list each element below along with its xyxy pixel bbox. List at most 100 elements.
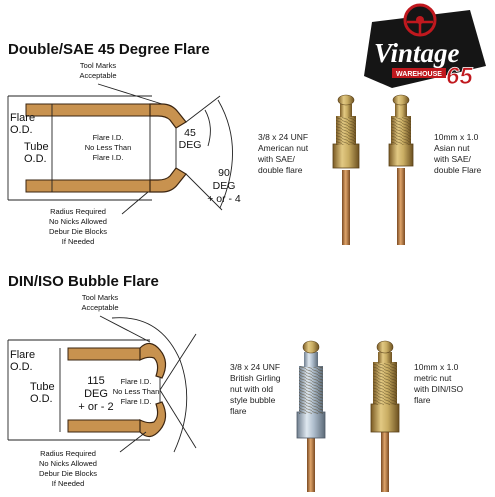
bubble-angle-value: 115 bbox=[87, 375, 105, 387]
angle-90-value: 90 bbox=[218, 167, 230, 179]
tube-od-label: Tube bbox=[24, 141, 49, 153]
nut-collar bbox=[395, 104, 407, 117]
bubble-tool-mark-leader bbox=[99, 315, 151, 343]
tube-od-label-2: O.D. bbox=[24, 153, 47, 165]
tool-marks-label-2: Acceptable bbox=[79, 71, 116, 80]
bubble-radius-leader bbox=[119, 431, 147, 453]
caption-sae-us-3: with SAE/ bbox=[257, 154, 295, 164]
caption-sae-asian-4: double Flare bbox=[434, 165, 482, 175]
flare-lip-top bbox=[149, 103, 187, 129]
logo-subtitle: WAREHOUSE bbox=[396, 71, 442, 78]
tube-wall-top bbox=[25, 103, 151, 117]
bubble-tool-marks-label: Tool Marks bbox=[82, 293, 119, 302]
bubble-lip-top bbox=[139, 342, 167, 379]
angle-45-arc bbox=[204, 109, 211, 147]
tool-marks-label: Tool Marks bbox=[80, 61, 117, 70]
angle-90-arc bbox=[217, 99, 233, 209]
fitting-photo-british-bubble bbox=[296, 340, 326, 492]
tube-wall-bottom bbox=[67, 419, 141, 433]
flare-od-label-2: O.D. bbox=[10, 124, 33, 136]
tube-wall-top bbox=[67, 347, 141, 361]
brake-pipe bbox=[342, 170, 350, 245]
angle-45-ray bbox=[185, 95, 221, 123]
bubble-flare-tube-drawing bbox=[67, 342, 167, 438]
bubble-flare-title: DIN/ISO Bubble Flare bbox=[8, 273, 159, 290]
bubble-tube-od-label: Tube bbox=[30, 381, 55, 393]
bubble-end bbox=[302, 340, 320, 354]
brake-pipe bbox=[381, 432, 389, 492]
bubble-flare-id-label-3: Flare I.D. bbox=[121, 397, 152, 406]
caption-sae-us-1: 3/8 x 24 UNF bbox=[258, 132, 308, 142]
bubble-flare-section: DIN/ISO Bubble Flare Tool Marks Acceptab… bbox=[7, 273, 197, 488]
brake-pipe bbox=[307, 436, 315, 492]
tool-mark-leader bbox=[97, 83, 163, 105]
bubble-angle-ray-2 bbox=[159, 389, 197, 449]
caption-sae-us-2: American nut bbox=[258, 143, 309, 153]
bubble-radius-label-3: Debur Die Blocks bbox=[39, 469, 97, 478]
caption-bubble-british-4: style bubble bbox=[230, 395, 276, 405]
double-flare-title: Double/SAE 45 Degree Flare bbox=[8, 41, 210, 58]
thread-texture bbox=[373, 362, 397, 405]
radius-label-3: Debur Die Blocks bbox=[49, 227, 107, 236]
radius-leader bbox=[121, 191, 149, 215]
flare-id-label-2: No Less Than bbox=[85, 143, 132, 152]
bubble-radius-label: Radius Required bbox=[40, 449, 96, 458]
fitting-photo-us-sae bbox=[332, 94, 360, 245]
bubble-lip-bottom bbox=[139, 401, 167, 438]
double-flare-section: Double/SAE 45 Degree Flare Tool Marks Ac… bbox=[7, 41, 241, 246]
nut-collar bbox=[378, 352, 392, 363]
caption-sae-asian-3: with SAE/ bbox=[433, 154, 471, 164]
angle-90-unit: DEG bbox=[213, 180, 236, 192]
nut-collar bbox=[304, 352, 318, 367]
angle-90-ray bbox=[185, 173, 223, 211]
bubble-tube-od-label-2: O.D. bbox=[30, 393, 53, 405]
caption-bubble-metric-1: 10mm x 1.0 bbox=[414, 362, 459, 372]
nut-hex bbox=[332, 143, 360, 169]
caption-bubble-metric-2: metric nut bbox=[414, 373, 452, 383]
bubble-flare-od-label: Flare bbox=[10, 349, 35, 361]
angle-90-tolerance: + or - 4 bbox=[207, 193, 241, 205]
nut-collar bbox=[340, 104, 352, 117]
bubble-flare-od-label-2: O.D. bbox=[10, 361, 33, 373]
caption-bubble-british-2: British Girling bbox=[230, 373, 281, 383]
logo-subtitle-band bbox=[392, 68, 446, 78]
caption-bubble-metric-4: flare bbox=[414, 395, 431, 405]
radius-label-2: No Nicks Allowed bbox=[49, 217, 107, 226]
caption-sae-asian-2: Asian nut bbox=[434, 143, 470, 153]
caption-sae-asian-1: 10mm x 1.0 bbox=[434, 132, 479, 142]
logo-brand: Vintage bbox=[374, 38, 460, 68]
nut-hex bbox=[370, 403, 400, 433]
radius-label-4: If Needed bbox=[62, 237, 95, 246]
bubble-radius-label-2: No Nicks Allowed bbox=[39, 459, 97, 468]
caption-bubble-british-1: 3/8 x 24 UNF bbox=[230, 362, 280, 372]
bubble-angle-ray bbox=[159, 333, 197, 391]
angle-45-value: 45 bbox=[184, 127, 196, 139]
logo-number: 65 bbox=[446, 63, 473, 90]
thread-texture bbox=[391, 116, 411, 145]
radius-label: Radius Required bbox=[50, 207, 106, 216]
nut-hex bbox=[296, 411, 326, 439]
nut-hex bbox=[388, 143, 414, 167]
thread-texture bbox=[299, 366, 323, 414]
brake-pipe bbox=[397, 168, 405, 245]
bubble-angle-arc bbox=[111, 317, 188, 453]
bubble-angle-unit: DEG bbox=[84, 388, 108, 400]
caption-sae-us-4: double flare bbox=[258, 165, 303, 175]
bubble-flare-id-label-2: No Less Than bbox=[113, 387, 160, 396]
fitting-photo-asian-sae bbox=[388, 94, 414, 245]
bubble-flare-id-label: Flare I.D. bbox=[121, 377, 152, 386]
double-flare-tube-drawing bbox=[25, 103, 187, 193]
flare-od-label: Flare bbox=[10, 112, 35, 124]
flare-end bbox=[392, 94, 410, 106]
bubble-tool-marks-label-2: Acceptable bbox=[81, 303, 118, 312]
flare-end bbox=[337, 94, 355, 106]
caption-bubble-british-5: flare bbox=[230, 406, 247, 416]
vintage-warehouse-logo: Vintage WAREHOUSE 65 bbox=[364, 3, 486, 90]
caption-bubble-british-3: nut with old bbox=[230, 384, 273, 394]
thread-texture bbox=[336, 116, 356, 145]
bubble-radius-label-4: If Needed bbox=[52, 479, 85, 488]
bubble-angle-tolerance: + or - 2 bbox=[78, 401, 113, 413]
flare-lip-bottom bbox=[149, 167, 187, 193]
fitting-photo-metric-bubble bbox=[370, 340, 400, 492]
